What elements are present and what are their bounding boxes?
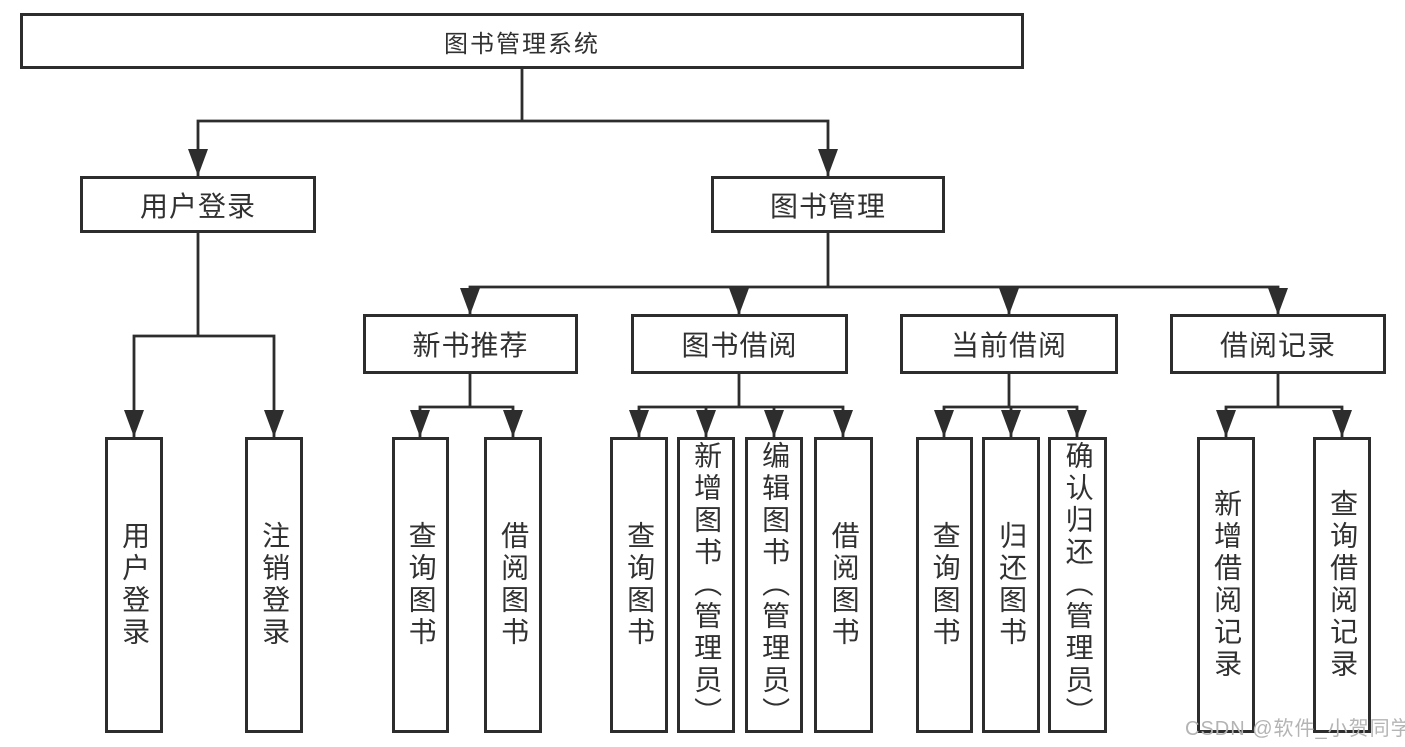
- leaf-edit-book-admin: 编辑图书（管理员）: [745, 437, 803, 733]
- arrow-down-icon: [1001, 410, 1021, 437]
- leaf-label: 用户登录: [119, 521, 151, 649]
- arrow-down-icon: [1268, 288, 1288, 315]
- arrow-down-icon: [833, 410, 853, 437]
- arrow-down-icon: [124, 410, 144, 437]
- leaf-query-books-1: 查询图书: [392, 437, 449, 733]
- leaf-label: 编辑图书（管理员）: [759, 441, 791, 729]
- leaf-label: 查询图书: [624, 521, 656, 649]
- arrow-down-icon: [1332, 410, 1352, 437]
- leaf-label: 确认归还（管理员）: [1062, 441, 1094, 729]
- leaf-logout: 注销登录: [245, 437, 303, 733]
- node-book-borrowing: 图书借阅: [631, 314, 848, 374]
- arrow-down-icon: [1216, 410, 1236, 437]
- connector-borrow-records-children: [1224, 405, 1344, 437]
- node-borrowing-records: 借阅记录: [1170, 314, 1386, 374]
- leaf-query-books-2: 查询图书: [610, 437, 668, 733]
- leaf-label: 新增借阅记录: [1211, 489, 1243, 681]
- connector-user-login-children: [132, 334, 276, 437]
- leaf-label: 借阅图书: [828, 521, 860, 649]
- node-label: 借阅记录: [1219, 330, 1336, 361]
- node-new-book-recommendation: 新书推荐: [363, 314, 578, 374]
- leaf-borrow-books-1: 借阅图书: [484, 437, 542, 733]
- node-label: 图书借阅: [681, 330, 798, 361]
- node-book-management: 图书管理: [711, 176, 945, 233]
- node-label: 图书管理: [769, 190, 886, 222]
- node-current-borrowing: 当前借阅: [900, 314, 1118, 374]
- connector-lines: [132, 69, 1344, 437]
- arrowheads: [124, 149, 1352, 437]
- connector-book-borrowing-children: [637, 405, 845, 437]
- node-label: 当前借阅: [950, 330, 1067, 361]
- node-library-system: 图书管理系统: [20, 13, 1024, 69]
- watermark: CSDN @软件_小贺同学: [1185, 718, 1405, 740]
- leaf-label: 注销登录: [259, 521, 291, 649]
- leaf-borrow-books-2: 借阅图书: [814, 437, 873, 733]
- arrow-down-icon: [410, 410, 430, 437]
- arrow-down-icon: [934, 410, 954, 437]
- arrow-down-icon: [818, 149, 838, 176]
- leaf-add-borrow-record: 新增借阅记录: [1197, 437, 1255, 733]
- leaf-label: 查询图书: [405, 521, 437, 649]
- arrow-down-icon: [629, 410, 649, 437]
- leaf-query-borrow-record: 查询借阅记录: [1313, 437, 1371, 733]
- arrow-down-icon: [764, 410, 784, 437]
- leaf-label: 借阅图书: [498, 521, 530, 649]
- arrow-down-icon: [264, 410, 284, 437]
- arrow-down-icon: [999, 288, 1019, 315]
- connector-level2-to-level3: [468, 285, 1280, 315]
- connector-new-book-children: [418, 405, 515, 437]
- leaf-label: 查询图书: [929, 521, 961, 649]
- node-label: 新书推荐: [412, 330, 529, 361]
- arrow-down-icon: [1067, 410, 1087, 437]
- arrow-down-icon: [188, 149, 208, 176]
- leaf-query-books-3: 查询图书: [916, 437, 973, 733]
- leaf-label: 查询借阅记录: [1327, 489, 1359, 681]
- node-label: 用户登录: [139, 190, 256, 222]
- node-user-login: 用户登录: [80, 176, 316, 233]
- leaf-label: 新增图书（管理员）: [691, 441, 723, 729]
- leaf-return-books: 归还图书: [982, 437, 1040, 733]
- leaf-label: 归还图书: [996, 521, 1028, 649]
- leaf-add-book-admin: 新增图书（管理员）: [677, 437, 735, 733]
- connector-root-to-level2: [196, 119, 830, 176]
- leaf-confirm-return-admin: 确认归还（管理员）: [1048, 437, 1107, 733]
- arrow-down-icon: [729, 288, 749, 315]
- arrow-down-icon: [696, 410, 716, 437]
- arrow-down-icon: [460, 288, 480, 315]
- arrow-down-icon: [503, 410, 523, 437]
- leaf-user-login: 用户登录: [105, 437, 163, 733]
- node-label: 图书管理系统: [444, 30, 600, 58]
